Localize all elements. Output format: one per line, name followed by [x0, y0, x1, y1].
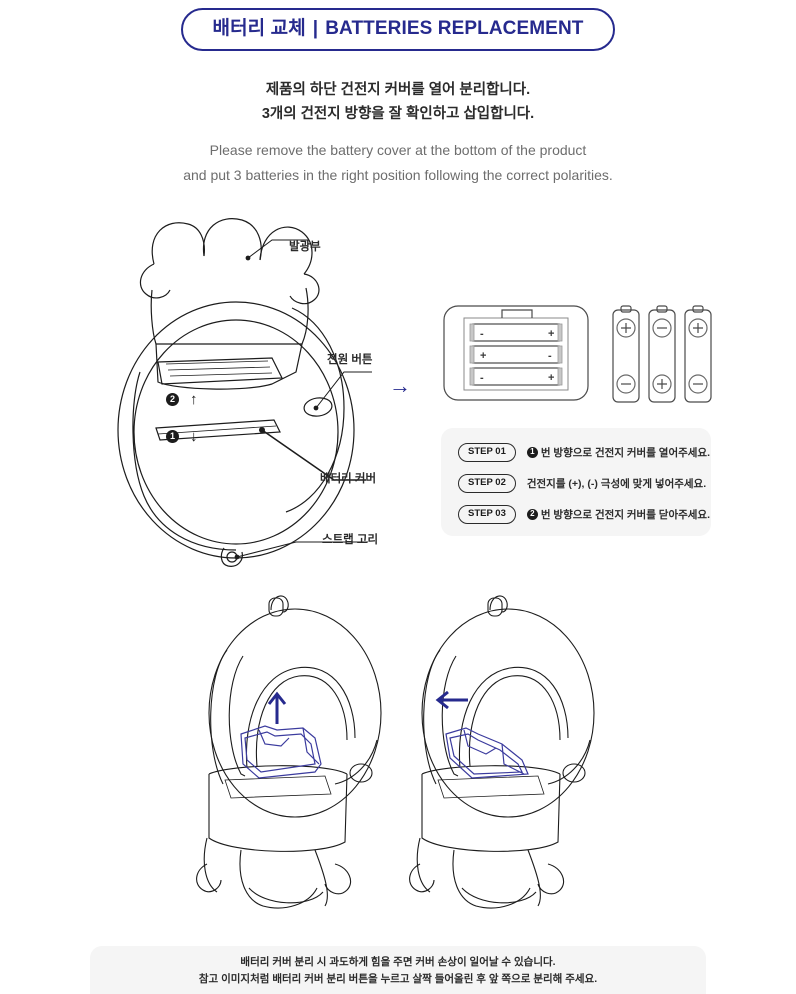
step-pill-01: STEP 01	[458, 443, 516, 462]
product-bottom-view-diagram	[96, 212, 426, 572]
step-pill-03: STEP 03	[458, 505, 516, 524]
svg-text:-: -	[548, 350, 552, 362]
arrow-up-icon: ↑	[190, 391, 198, 408]
page-title-wrap: 배터리 교체 | BATTERIES REPLACEMENT	[0, 8, 796, 51]
step-description: 번 방향으로 건전지 커버를 열어주세요.	[540, 446, 711, 459]
callout-label-power-button: 전원 버튼	[327, 354, 373, 366]
footer-note-line: 참고 이미지처럼 배터리 커버 분리 버튼을 누르고 살짝 들어올린 후 앞 쪽…	[198, 973, 598, 985]
step-row: STEP 03 2 번 방향으로 건전지 커버를 닫아주세요.	[458, 505, 710, 524]
page-title-korean: 배터리 교체	[212, 18, 306, 39]
korean-instructions: 제품의 하단 건전지 커버를 열어 분리합니다. 3개의 건전지 방향을 잘 확…	[0, 78, 796, 126]
steps-panel: STEP 01 1 번 방향으로 건전지 커버를 열어주세요. STEP 02 …	[441, 428, 711, 536]
korean-instruction-line: 3개의 건전지 방향을 잘 확인하고 삽입합니다.	[261, 106, 535, 122]
step-pill-02: STEP 02	[458, 474, 516, 493]
marker-bullet-2: 2	[166, 393, 179, 406]
footer-note-line: 배터리 커버 분리 시 과도하게 힘을 주면 커버 손상이 일어날 수 있습니다…	[240, 956, 556, 968]
step-text-03: 2 번 방향으로 건전지 커버를 닫아주세요.	[526, 507, 711, 522]
page-title-english: BATTERIES REPLACEMENT	[325, 18, 584, 39]
battery-compartment-illustration: - + + - - +	[440, 296, 730, 416]
svg-text:+: +	[548, 328, 554, 340]
direction-marker-2: 2 ↑	[166, 392, 198, 407]
page-title-pill: 배터리 교체 | BATTERIES REPLACEMENT	[180, 8, 616, 51]
english-instructions: Please remove the battery cover at the b…	[0, 138, 796, 188]
arrow-down-icon: ↓	[190, 428, 198, 445]
step-description: 건전지를 (+), (-) 극성에 맞게 넣어주세요.	[526, 477, 707, 490]
step-row: STEP 01 1 번 방향으로 건전지 커버를 열어주세요.	[458, 443, 710, 462]
footer-note-panel: 배터리 커버 분리 시 과도하게 힘을 주면 커버 손상이 일어날 수 있습니다…	[90, 946, 706, 994]
step-description: 번 방향으로 건전지 커버를 닫아주세요.	[540, 508, 711, 521]
step-text-01: 1 번 방향으로 건전지 커버를 열어주세요.	[526, 445, 711, 460]
svg-text:-: -	[480, 372, 484, 384]
callout-label-battery-cover: 배터리 커버	[320, 473, 377, 485]
step-bullet-2: 2	[526, 508, 538, 520]
svg-text:+: +	[480, 350, 486, 362]
direction-marker-1: 1 ↓	[166, 429, 198, 444]
arrow-right-icon: →	[389, 373, 411, 398]
figure-pull-cover	[390, 588, 620, 918]
footer-note-text: 배터리 커버 분리 시 과도하게 힘을 주면 커버 손상이 일어날 수 있습니다…	[90, 954, 706, 988]
callout-label-led: 발광부	[289, 241, 321, 253]
korean-instruction-line: 제품의 하단 건전지 커버를 열어 분리합니다.	[265, 82, 531, 98]
step-row: STEP 02 건전지를 (+), (-) 극성에 맞게 넣어주세요.	[458, 474, 706, 493]
bottom-illustrations	[0, 588, 796, 918]
step-bullet-1: 1	[526, 446, 538, 458]
svg-text:+: +	[548, 372, 554, 384]
page-title-separator: |	[312, 18, 319, 39]
svg-text:-: -	[480, 328, 484, 340]
english-instruction-line: Please remove the battery cover at the b…	[209, 142, 587, 158]
figure-lift-cover	[185, 588, 415, 918]
english-instruction-line: and put 3 batteries in the right positio…	[183, 167, 613, 183]
callout-label-strap-ring: 스트랩 고리	[322, 534, 379, 546]
marker-bullet-1: 1	[166, 430, 179, 443]
step-text-02: 건전지를 (+), (-) 극성에 맞게 넣어주세요.	[527, 476, 706, 491]
